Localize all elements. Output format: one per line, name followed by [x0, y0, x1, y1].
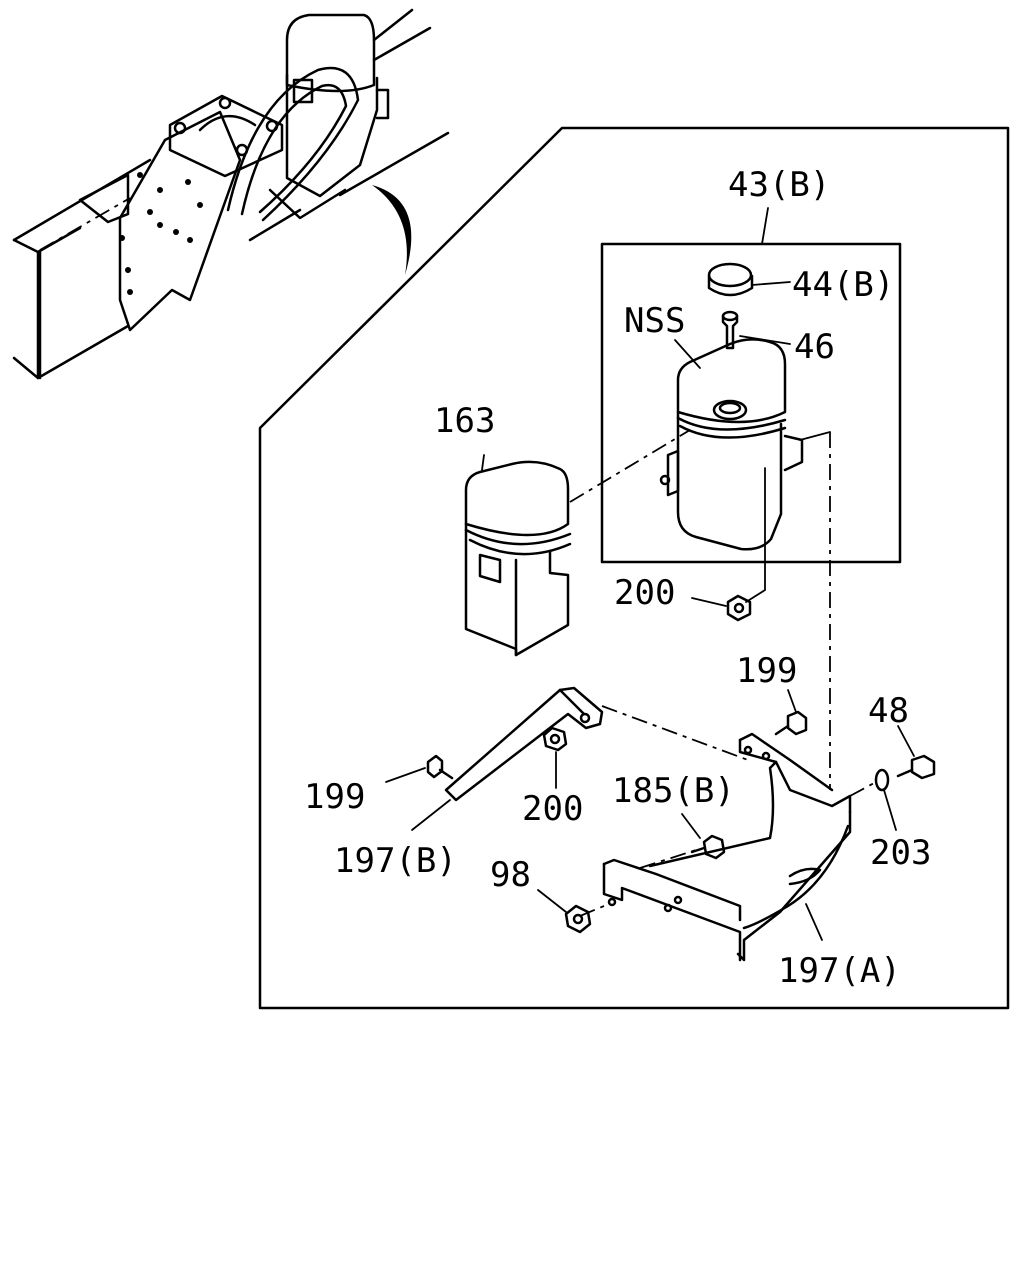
overview-frame-assembly: [12, 8, 450, 380]
label-185b: 185(B): [612, 771, 735, 811]
detail-view-frame: [258, 126, 1010, 1010]
label-200-lower: 200: [522, 789, 583, 829]
kit-43b-box: [600, 242, 902, 564]
bolt-185b: [681, 813, 726, 860]
bolt-199-right: [774, 689, 808, 736]
label-44b: 44(B): [792, 265, 894, 305]
label-200-upper: 200: [614, 573, 675, 613]
washer-203: [874, 768, 897, 831]
label-203: 203: [870, 833, 931, 873]
label-nss: NSS: [624, 301, 685, 341]
reservoir-tank-nss: [659, 338, 804, 603]
label-163: 163: [434, 401, 495, 441]
bolt-48: [849, 725, 936, 797]
label-43b: 43(B): [728, 165, 830, 205]
label-197a: 197(A): [778, 951, 901, 991]
nut-200-upper: [691, 594, 752, 622]
reservoir-cover-163: [464, 429, 691, 657]
label-48: 48: [868, 691, 909, 731]
label-199-left: 199: [304, 777, 365, 817]
label-46: 46: [794, 327, 835, 367]
nut-200-lower: [542, 726, 568, 789]
label-197b: 197(B): [334, 841, 457, 881]
nut-98: [537, 889, 592, 934]
reservoir-cap-44b: [707, 262, 791, 297]
bracket-197a: [579, 732, 852, 962]
bolt-199-left: [385, 754, 454, 783]
bracket-197b: [411, 686, 749, 831]
label-98: 98: [490, 855, 531, 895]
label-199-right: 199: [736, 651, 797, 691]
